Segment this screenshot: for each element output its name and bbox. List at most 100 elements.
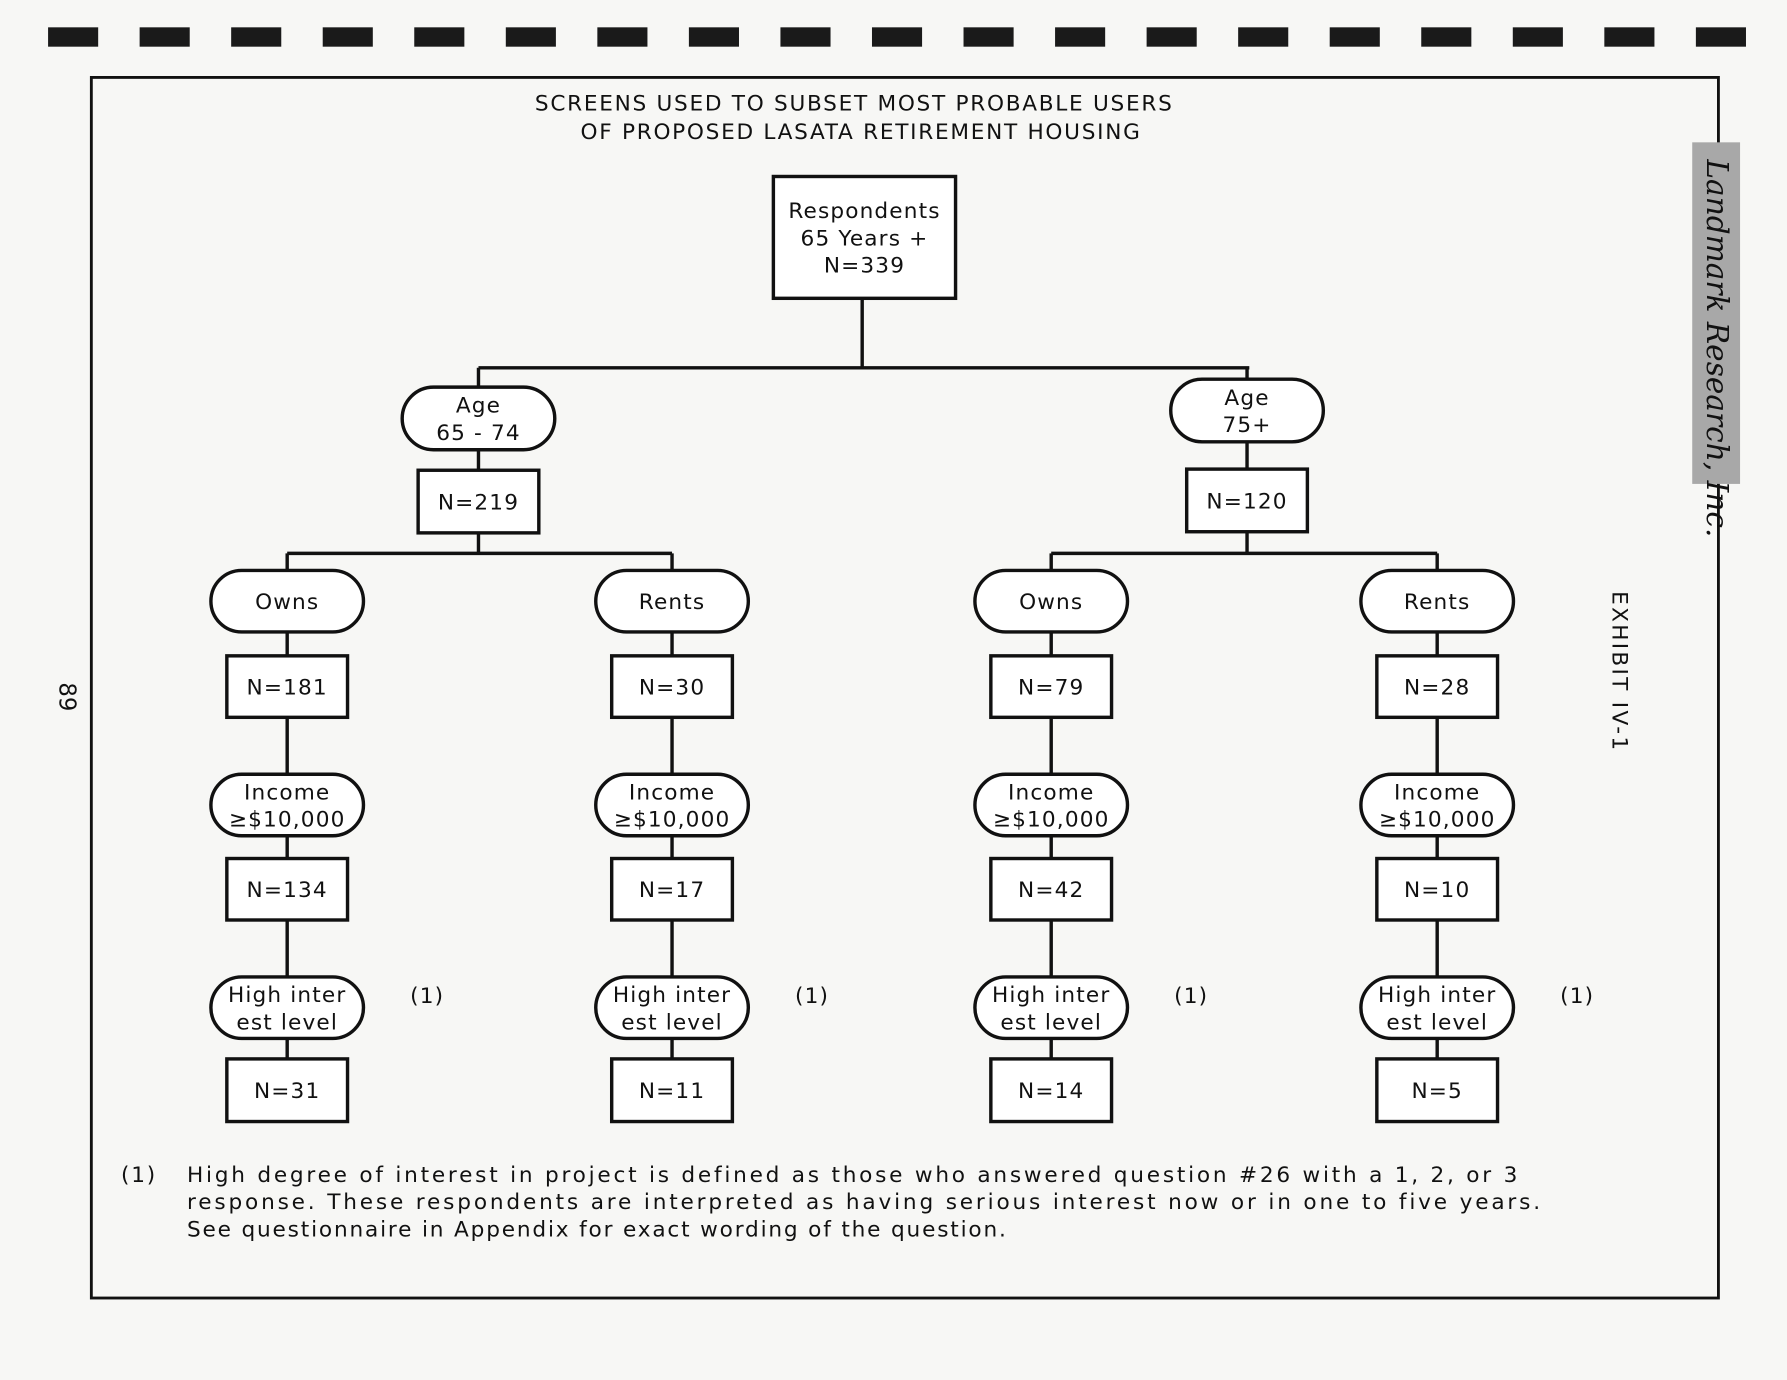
exhibit-label: EXHIBIT IV-1 [1607,591,1632,752]
interest-screen: High interest level [1359,975,1516,1041]
sprocket-hole [1329,27,1380,47]
tenure-count-text: N=181 [247,676,328,701]
interest-screen: High interest level [973,975,1130,1041]
sprocket-hole [780,27,831,47]
income-count: N=42 [989,856,1114,922]
tenure-count-text: N=30 [639,676,705,701]
tenure-count-text: N=28 [1404,676,1470,701]
film-sprocket-holes [48,27,1746,47]
tenure-screen-text: Rents [639,590,706,615]
sprocket-hole [139,27,190,47]
tenure-count-shape [1375,654,1500,720]
income-count-shape [989,856,1114,922]
income-screen-text: Income [629,780,715,805]
interest-count: N=5 [1375,1057,1500,1124]
tenure-count-shape [225,654,350,720]
interest-screen: High interest level [209,975,366,1041]
footnote-ref: (1) [795,984,829,1009]
interest-count-shape [225,1057,350,1124]
interest-screen-text: High inter [1378,983,1496,1008]
age-screen-text: Age [456,394,501,419]
sprocket-hole [688,27,739,47]
sprocket-hole [505,27,556,47]
income-count-text: N=17 [639,878,705,903]
tenure-screen-text: Rents [1404,590,1471,615]
income-screen: Income ≥$10,000 [209,772,366,838]
exhibit-border [89,76,1720,1300]
income-screen: Income≥$10,000 [1359,772,1516,838]
interest-count-shape [609,1057,735,1124]
interest-count-text: N=5 [1411,1079,1462,1104]
interest-screen-text: est level [1386,1010,1488,1035]
income-screen-text: ≥$10,000 [993,808,1110,833]
age-count-shape [1184,467,1310,534]
sprocket-hole [871,27,923,47]
sprocket-hole [1604,27,1655,47]
interest-screen-text: High inter [613,983,731,1008]
age-count-text: N=219 [438,491,519,516]
sprocket-hole [1512,27,1563,47]
income-count-shape [609,856,735,922]
age-screen-shape [400,385,557,452]
interest-count-text: N=31 [254,1079,320,1104]
sprocket-hole [1695,27,1746,47]
interest-screen: High interest level [594,975,751,1041]
tenure-count: N=30 [609,654,735,720]
income-screen-shape [209,772,366,838]
age-screen-shape [1169,377,1326,444]
logo-strip [1692,142,1741,484]
tenure-screen-shape [594,568,751,634]
age-screen-text: 75+ [1223,413,1272,438]
income-screen-text: ≥$10,000 [614,808,731,833]
tenure-screen-shape [209,568,366,634]
interest-count-shape [1375,1057,1500,1124]
income-screen-shape [1359,772,1516,838]
page-title-line-1: SCREENS USED TO SUBSET MOST PROBABLE USE… [535,91,1174,116]
sprocket-hole [48,27,99,47]
interest-count: N=31 [225,1057,350,1124]
income-count-text: N=42 [1018,878,1084,903]
tenure-screen-shape [1359,568,1516,634]
income-screen: Income≥$10,000 [973,772,1130,838]
interest-screen-shape [594,975,751,1041]
sprocket-hole [414,27,465,47]
sprocket-hole [1055,27,1106,47]
logo-text: Landmark Research, Inc. [1700,158,1734,537]
footnote-ref: (1) [1560,984,1594,1009]
income-screen-text: Income [244,780,330,805]
tenure-count: N=181 [225,654,350,720]
income-count-shape [225,856,350,922]
tenure-count-text: N=79 [1018,676,1084,701]
root-node-text: 65 Years + [801,226,929,251]
income-count-text: N=10 [1404,878,1470,903]
interest-screen-text: High inter [228,983,346,1008]
root-node-text: Respondents [788,199,940,224]
footnote-marker: (1) [121,1163,157,1188]
age-screen-text: 65 - 74 [436,421,521,446]
interest-screen-shape [1359,975,1516,1041]
footnote-line-3: See questionnaire in Appendix for exact … [187,1218,1008,1243]
interest-screen-text: est level [236,1010,338,1035]
interest-screen-shape [209,975,366,1041]
interest-count-text: N=11 [639,1079,705,1104]
tenure-screen-shape [973,568,1130,634]
sprocket-hole [963,27,1014,47]
income-screen-text: ≥$10,000 [229,808,346,833]
sprocket-hole [1146,27,1197,47]
age-count: N=120 [1184,467,1310,534]
interest-count: N=14 [989,1057,1114,1124]
sprocket-hole [322,27,373,47]
income-screen-shape [973,772,1130,838]
tenure-screen-text: Owns [1019,590,1083,615]
sprocket-hole [231,27,282,47]
tenure-count: N=79 [989,654,1114,720]
income-count: N=17 [609,856,735,922]
age-count: N=219 [416,468,541,535]
income-count-shape [1375,856,1500,922]
interest-screen-text: High inter [992,983,1110,1008]
income-screen: Income ≥$10,000 [594,772,751,838]
